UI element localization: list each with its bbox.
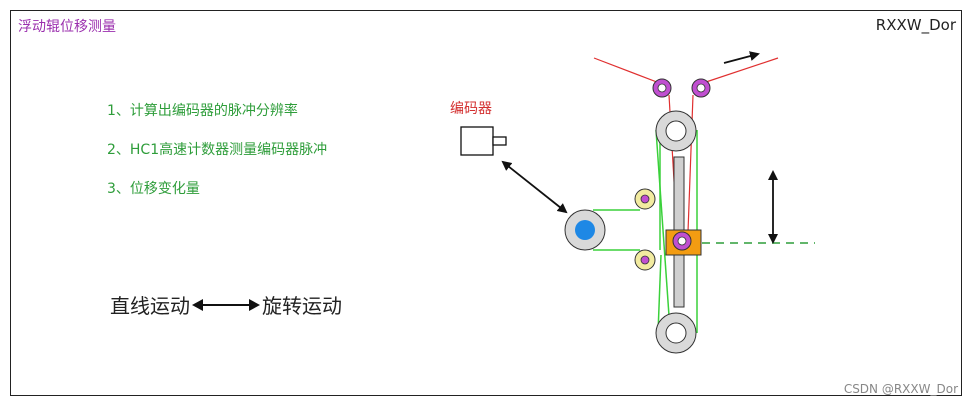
encoder-link-arrow [501, 160, 568, 214]
diagram-frame [10, 10, 962, 396]
encoder-pulley [564, 209, 606, 251]
bottom-grey-roller [655, 312, 697, 354]
diagram-title: 浮动辊位移测量 [18, 19, 116, 35]
yellow-idler-top [634, 188, 656, 210]
author-label: RXXW_Dor [875, 16, 956, 34]
dancer-slider [665, 229, 702, 256]
encoder-icon [460, 126, 507, 156]
top-grey-roller [655, 110, 697, 152]
steps-list: 1、计算出编码器的脉冲分辨率 2、HC1高速计数器测量编码器脉冲 3、位移变化量 [107, 100, 327, 217]
linear-motion-label: 直线运动 [110, 294, 190, 318]
step-item: 2、HC1高速计数器测量编码器脉冲 [107, 142, 328, 158]
double-arrow-icon [192, 298, 260, 311]
encoder-label: 编码器 [450, 101, 492, 117]
rotary-motion-label: 旋转运动 [262, 294, 342, 318]
motion-conversion: 直线运动 旋转运动 [110, 290, 342, 319]
watermark: CSDN @RXXW_Dor [843, 382, 958, 396]
yellow-idler-bottom [634, 249, 656, 271]
purple-roller-right [691, 78, 711, 98]
web-direction-arrow [723, 51, 760, 64]
purple-roller-left [652, 78, 672, 98]
step-item: 1、计算出编码器的脉冲分辨率 [107, 103, 298, 119]
step-item: 3、位移变化量 [107, 181, 200, 197]
